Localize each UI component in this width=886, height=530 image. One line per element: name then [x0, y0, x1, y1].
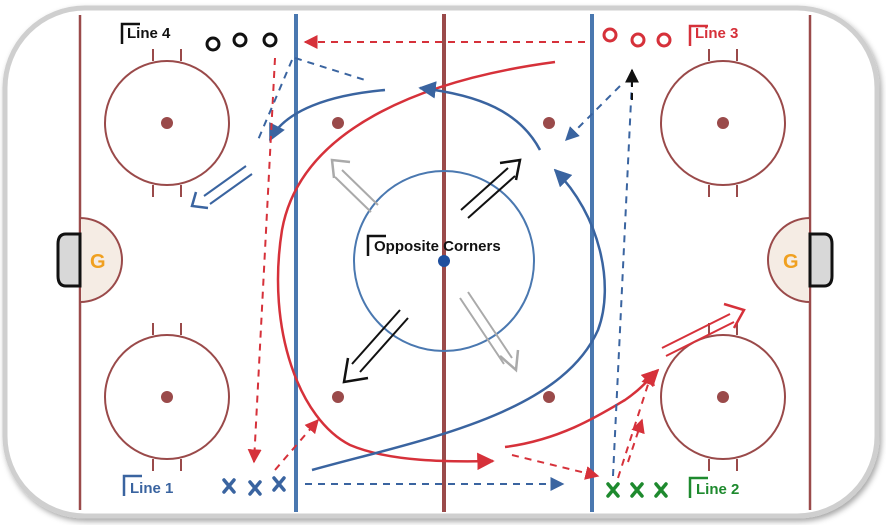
label-line4: Line 4 — [120, 22, 171, 44]
double-arrow-center-up-left — [330, 158, 379, 213]
center-circle — [353, 170, 535, 352]
red-pass-line2 — [511, 454, 600, 480]
players-line3 — [602, 27, 672, 48]
diagram-title: Opposite Corners — [366, 234, 501, 256]
blue-path-line4 — [268, 88, 386, 142]
faceoff-dot-bottom-right — [717, 391, 729, 403]
label-line3-text: Line 3 — [695, 25, 738, 42]
label-line2-text: Line 2 — [696, 481, 739, 498]
label-line1: Line 1 — [122, 474, 173, 497]
center-dot — [438, 255, 450, 267]
neutral-dot-top-right — [543, 117, 555, 129]
faceoff-circle-top-left — [104, 49, 230, 197]
goalie-right: G — [783, 251, 799, 273]
double-arrow-center-up-right — [460, 158, 522, 219]
blue-path-top-arc — [418, 81, 542, 151]
blue-path-line1 — [311, 168, 607, 472]
neutral-dot-top-left — [332, 117, 344, 129]
net-right — [808, 232, 834, 288]
players-line4 — [205, 32, 278, 52]
label-line2: Line 2 — [688, 476, 739, 498]
label-line3: Line 3 — [688, 24, 738, 46]
red-pass-line1-diag — [274, 418, 319, 471]
double-arrow-center-down-right — [459, 291, 520, 373]
double-arrow-center-down-left — [342, 309, 409, 384]
players-line1 — [222, 476, 286, 496]
label-line4-text: Line 4 — [127, 25, 171, 42]
neutral-dot-bottom-left — [332, 391, 344, 403]
faceoff-circle-bottom-left — [104, 323, 230, 471]
players-line2 — [606, 482, 668, 498]
crease-right — [767, 216, 811, 304]
faceoff-circle-top-right — [660, 49, 786, 197]
faceoff-dot-bottom-left — [161, 391, 173, 403]
faceoff-dot-top-left — [161, 117, 173, 129]
neutral-dot-bottom-right — [543, 391, 555, 403]
label-line1-text: Line 1 — [130, 480, 173, 497]
diagram-title-text: Opposite Corners — [374, 238, 501, 255]
faceoff-dot-top-right — [717, 117, 729, 129]
double-arrow-left-zone — [190, 165, 253, 210]
blue-pass-line4-down — [257, 59, 293, 141]
crease-left — [79, 216, 123, 304]
blue-pass-right-up — [612, 79, 633, 477]
goalie-left: G — [90, 251, 106, 273]
double-arrow-right-zone — [661, 302, 746, 357]
faceoff-circle-bottom-right — [660, 323, 786, 471]
red-path-line3 — [276, 60, 556, 471]
red-pass-left-down — [247, 57, 276, 464]
net-left — [56, 232, 82, 288]
